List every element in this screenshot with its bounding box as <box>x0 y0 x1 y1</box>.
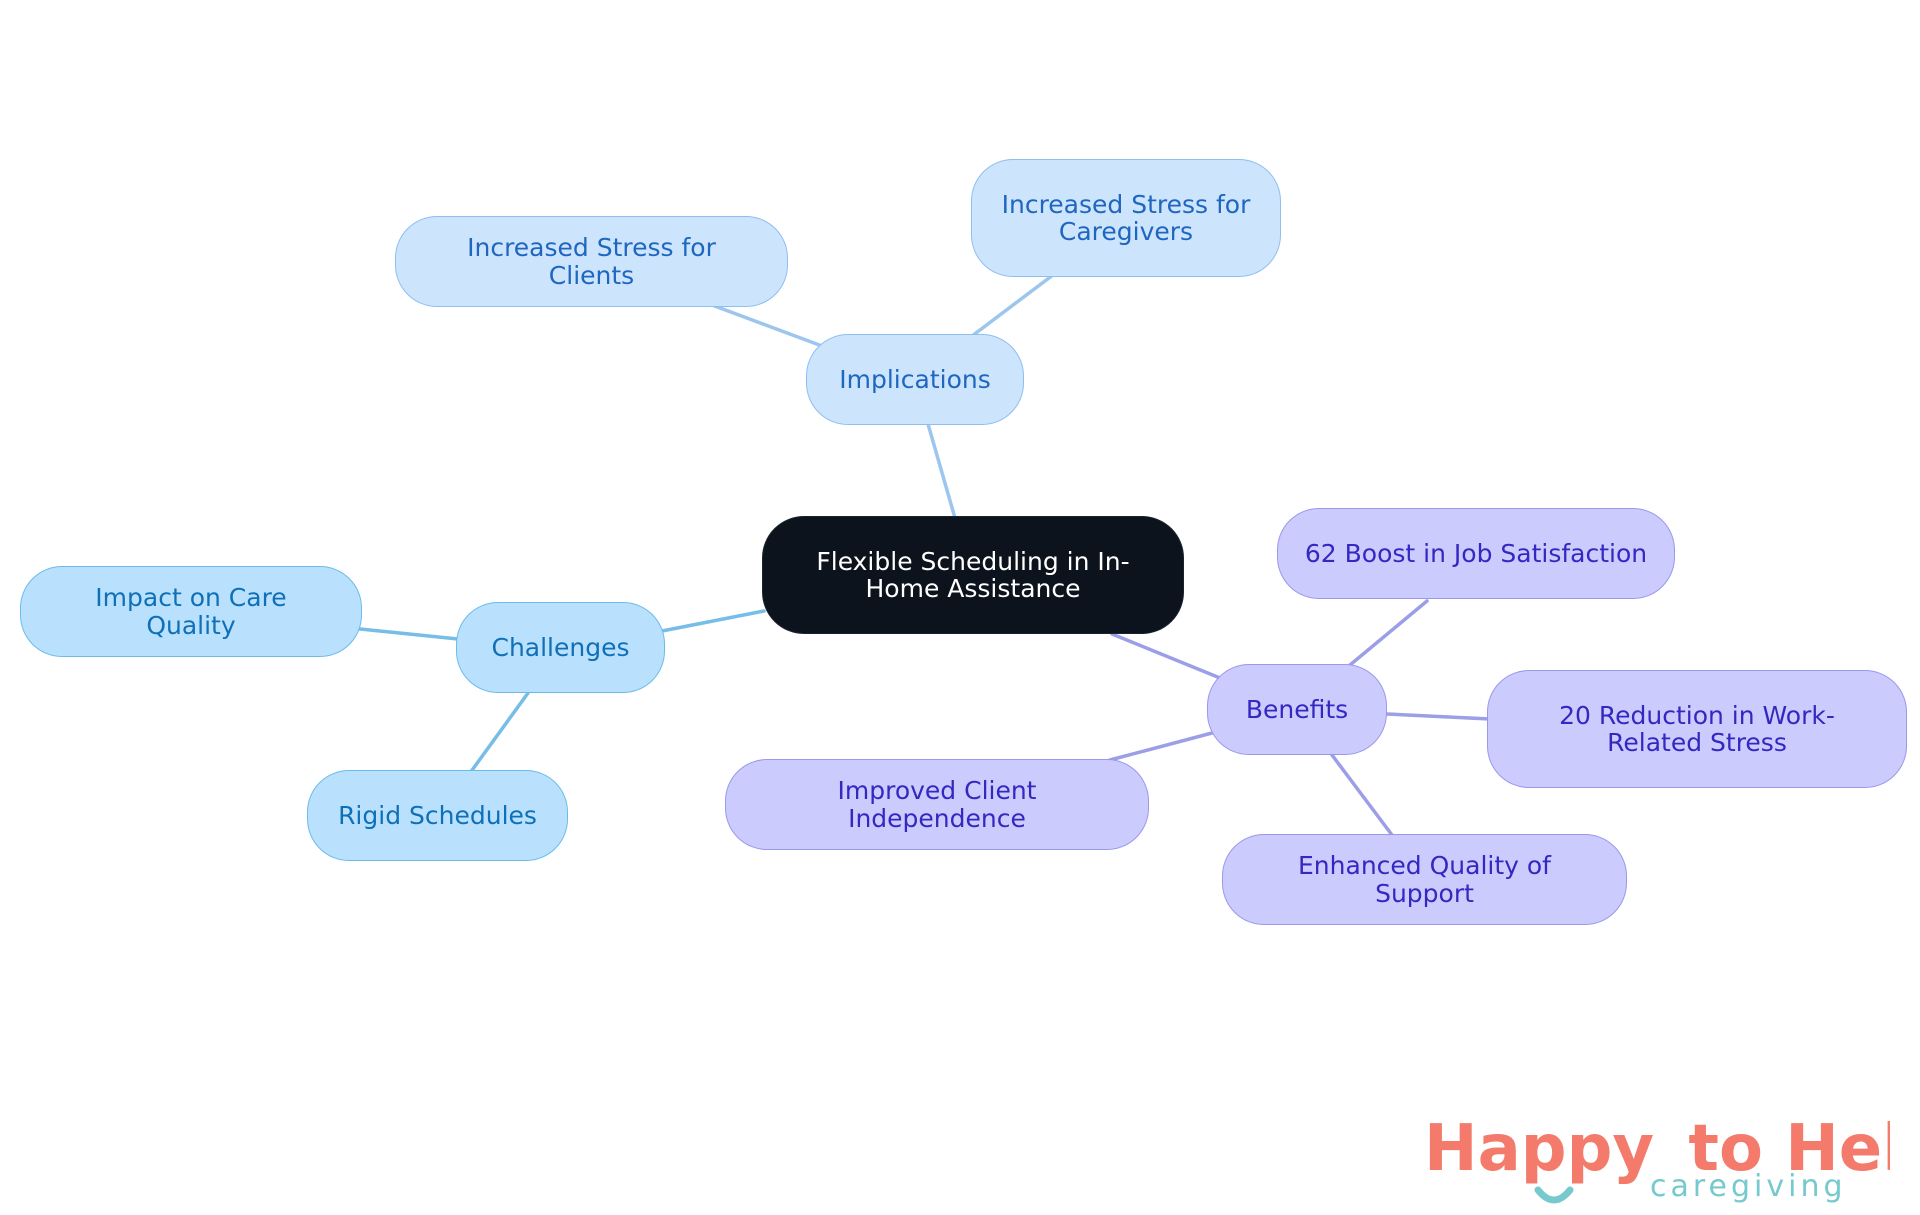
node-rigid-schedules: Rigid Schedules <box>307 770 568 861</box>
center-node: Flexible Scheduling in In-Home Assistanc… <box>762 516 1184 634</box>
node-increased-stress-caregivers: Increased Stress for Caregivers <box>971 159 1281 277</box>
node-benefits: Benefits <box>1207 664 1387 755</box>
edge-center-implications <box>926 422 957 520</box>
logo-subtitle: caregiving <box>1650 1169 1847 1204</box>
edge-benefits-job <box>1348 599 1429 667</box>
node-implications: Implications <box>806 334 1024 425</box>
edge-center-benefits <box>1110 632 1222 680</box>
svg-text:Happy to Help: Happy to Help <box>1424 1112 1890 1186</box>
edge-challenges-care-quality <box>358 627 460 641</box>
logo-word-happy: Happy <box>1424 1112 1654 1186</box>
edge-benefits-stress <box>1385 712 1492 721</box>
node-quality-of-support: Enhanced Quality of Support <box>1222 834 1627 925</box>
node-work-related-stress: 20 Reduction in Work-Related Stress <box>1487 670 1907 788</box>
node-client-independence: Improved Client Independence <box>725 759 1149 850</box>
node-challenges: Challenges <box>456 602 665 693</box>
edge-implications-clients <box>710 303 824 348</box>
node-job-satisfaction: 62 Boost in Job Satisfaction <box>1277 508 1675 599</box>
smile-icon <box>1534 1186 1574 1204</box>
happy-to-help-logo: Happy to Help caregiving <box>1424 1112 1890 1204</box>
edge-benefits-independence <box>1108 731 1214 762</box>
node-increased-stress-clients: Increased Stress for Clients <box>395 216 788 307</box>
logo-word-to-help: to Help <box>1688 1112 1890 1186</box>
edge-benefits-support <box>1330 753 1394 837</box>
edge-implications-caregivers <box>970 273 1055 338</box>
edge-challenges-rigid <box>468 691 530 775</box>
node-impact-on-care-quality: Impact on Care Quality <box>20 566 362 657</box>
edge-center-challenges <box>660 609 766 633</box>
